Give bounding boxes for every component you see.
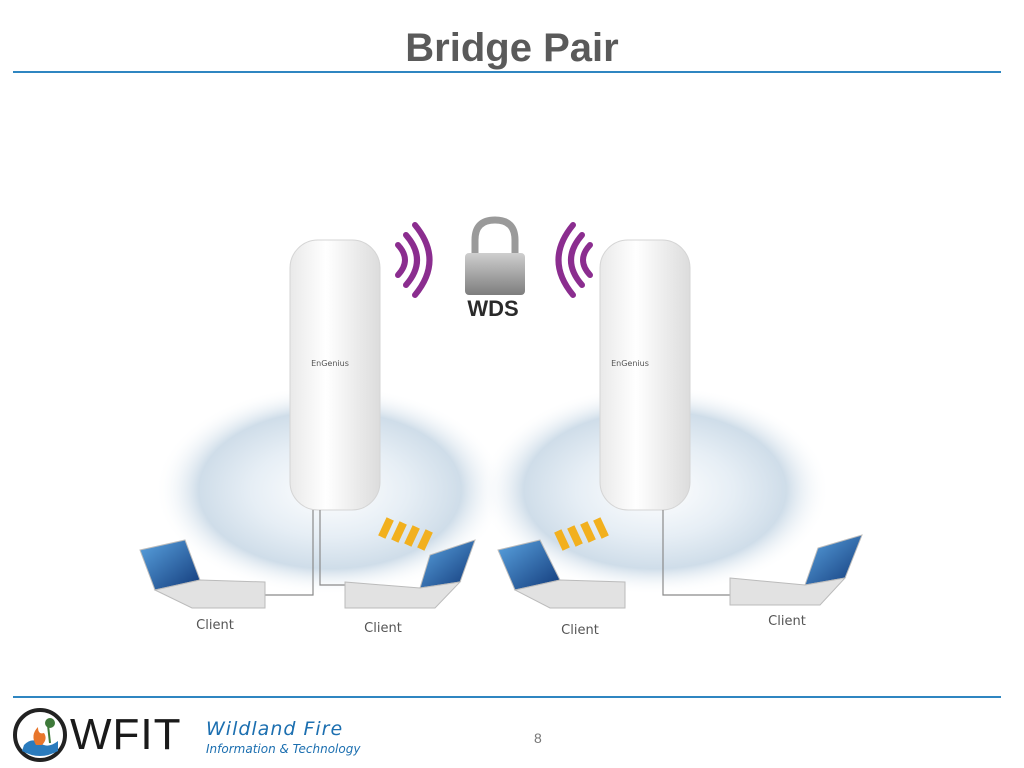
laptop-client-1 [139,539,266,609]
wfit-logo-icon [13,708,67,762]
page-number: 8 [534,730,542,746]
client-label-3: Client [561,623,599,638]
brand-line-2: Information & Technology [206,742,361,756]
footer-divider [13,696,1001,698]
device-label-right: EnGenius [611,359,649,368]
laptop-client-2 [344,539,476,609]
wds-label: WDS [467,296,518,321]
wifi-waves-left-icon [395,222,433,298]
device-label-left: EnGenius [311,359,349,368]
laptop-client-3 [497,539,626,609]
brand-line-1: Wildland Fire [206,718,344,740]
client-label-4: Client [768,614,806,629]
wifi-waves-right-icon [555,222,593,298]
wfit-wordmark: WFIT [70,710,182,759]
bridge-pair-diagram: EnGenius EnGenius WDS [139,216,863,638]
client-label-1: Client [196,618,234,633]
title-divider [13,71,1001,73]
slide-title: Bridge Pair [405,26,619,70]
signal-bars-right-icon [554,517,609,551]
laptop-client-4 [729,534,863,606]
signal-bars-left-icon [378,517,433,551]
client-label-2: Client [364,621,402,636]
lock-icon [465,216,525,295]
access-point-left: EnGenius [240,239,381,596]
access-point-right: EnGenius [599,239,730,596]
